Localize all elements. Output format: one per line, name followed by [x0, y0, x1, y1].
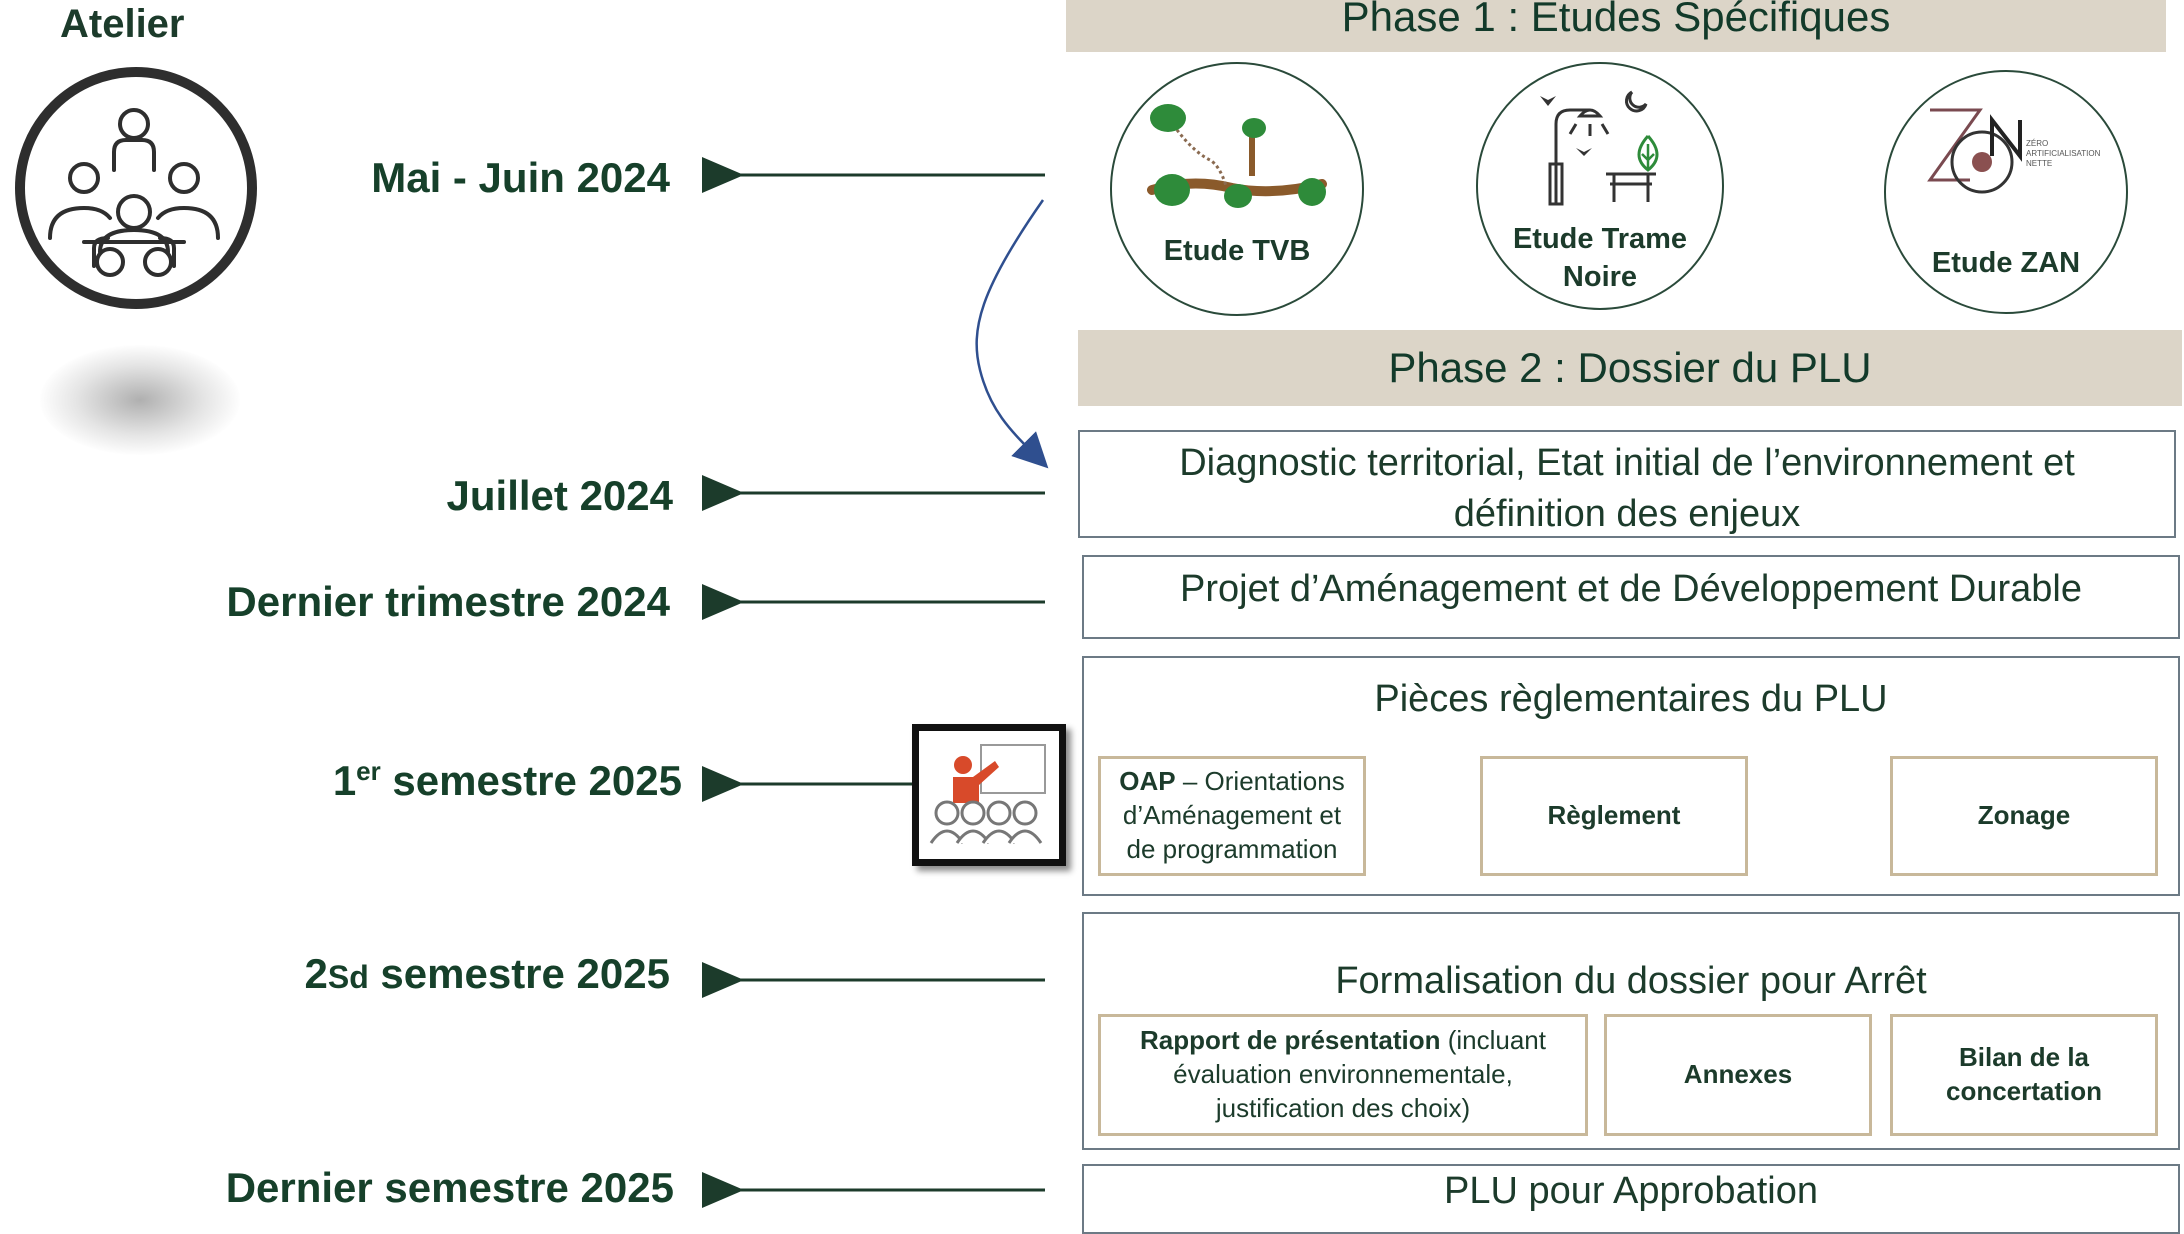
date-small: Sd: [327, 959, 369, 995]
date-juillet-2024: Juillet 2024: [446, 472, 673, 519]
presentation-audience-icon: [912, 724, 1066, 866]
rapport-rest-2: évaluation environnementale,: [1173, 1059, 1513, 1090]
atelier-shadow: [40, 345, 240, 455]
reglement-label: Règlement: [1547, 800, 1681, 831]
sub-reglement: Règlement: [1480, 756, 1748, 876]
zonage-label: Zonage: [1977, 800, 2071, 831]
box-diagnostic: Diagnostic territorial, Etat initial de …: [1078, 430, 2176, 538]
sub-zonage: Zonage: [1890, 756, 2158, 876]
date-2sd-semestre-2025: 2Sd semestre 2025: [250, 950, 671, 998]
oap-rest-3: de programmation: [1126, 833, 1338, 864]
sub-annexes: Annexes: [1604, 1014, 1872, 1136]
oap-bold: OAP: [1119, 766, 1176, 797]
zan-logo: ZÉRO ARTIFICIALISATION NETTE: [1922, 102, 2102, 219]
box-approbation: PLU pour Approbation: [1082, 1164, 2180, 1234]
green-corridor-icon: [1142, 100, 1332, 215]
atelier-title: Atelier: [60, 2, 185, 46]
oap-rest-2: d’Aménagement et: [1122, 800, 1342, 831]
svg-text:ARTIFICIALISATION: ARTIFICIALISATION: [2026, 149, 2101, 158]
rapport-rest-1: (incluant: [1440, 1025, 1546, 1056]
sub-oap: OAP – Orientations d’Aménagement et de p…: [1098, 756, 1366, 876]
phase2-band: Phase 2 : Dossier du PLU: [1078, 330, 2182, 406]
box-padd: Projet d’Aménagement et de Développement…: [1082, 555, 2180, 639]
padd-label: Projet d’Aménagement et de Développement…: [1180, 568, 2082, 610]
study-zan: ZÉRO ARTIFICIALISATION NETTE Etude ZAN: [1884, 70, 2128, 314]
phase1-band: Phase 1 : Etudes Spécifiques: [1066, 0, 2166, 52]
date-dernier-trimestre-2024: Dernier trimestre 2024: [226, 578, 670, 625]
approbation-label: PLU pour Approbation: [1444, 1170, 1818, 1212]
date-rest: semestre 2025: [368, 950, 670, 997]
sub-rapport: Rapport de présentation (incluant évalua…: [1098, 1014, 1588, 1136]
bilan-line-2: concertation: [1945, 1076, 2103, 1106]
date-mai-juin-2024: Mai - Juin 2024: [371, 154, 670, 201]
date-rest: semestre 2025: [380, 757, 682, 804]
study-trame-noire: Etude Trame Noire: [1476, 62, 1724, 310]
formalisation-title: Formalisation du dossier pour Arrêt: [1335, 960, 1927, 1002]
study-zan-label: Etude ZAN: [1931, 247, 2081, 279]
study-trame-noire-label-1: Etude Trame: [1512, 223, 1688, 255]
diagnostic-line-1: Diagnostic territorial, Etat initial de …: [1179, 442, 2075, 484]
meeting-people-icon: [14, 66, 258, 310]
annexes-label: Annexes: [1683, 1059, 1793, 1090]
date-dernier-semestre-2025: Dernier semestre 2025: [225, 1164, 674, 1211]
zan-logo-text: ZÉRO: [2026, 139, 2048, 148]
oap-rest-1: – Orientations: [1175, 766, 1345, 797]
curved-arrow: [975, 199, 1049, 469]
study-tvb-label: Etude TVB: [1163, 235, 1311, 267]
pieces-title: Pièces règlementaires du PLU: [1374, 678, 1888, 720]
bilan-line-1: Bilan de la: [1958, 1042, 2090, 1073]
streetlight-night-icon: [1536, 84, 1676, 219]
sub-bilan: Bilan de la concertation: [1890, 1014, 2158, 1136]
date-1er-semestre-2025: 1er semestre 2025: [250, 756, 682, 805]
date-prefix: 1: [332, 757, 357, 804]
date-prefix: 2: [304, 950, 328, 997]
diagnostic-line-2: définition des enjeux: [1453, 493, 1801, 536]
study-trame-noire-label-2: Noire: [1562, 261, 1638, 293]
rapport-bold: Rapport de présentation: [1140, 1025, 1441, 1056]
study-tvb: Etude TVB: [1110, 62, 1364, 316]
svg-text:NETTE: NETTE: [2026, 159, 2052, 168]
rapport-rest-3: justification des choix): [1215, 1092, 1471, 1123]
date-sup: er: [356, 756, 381, 786]
